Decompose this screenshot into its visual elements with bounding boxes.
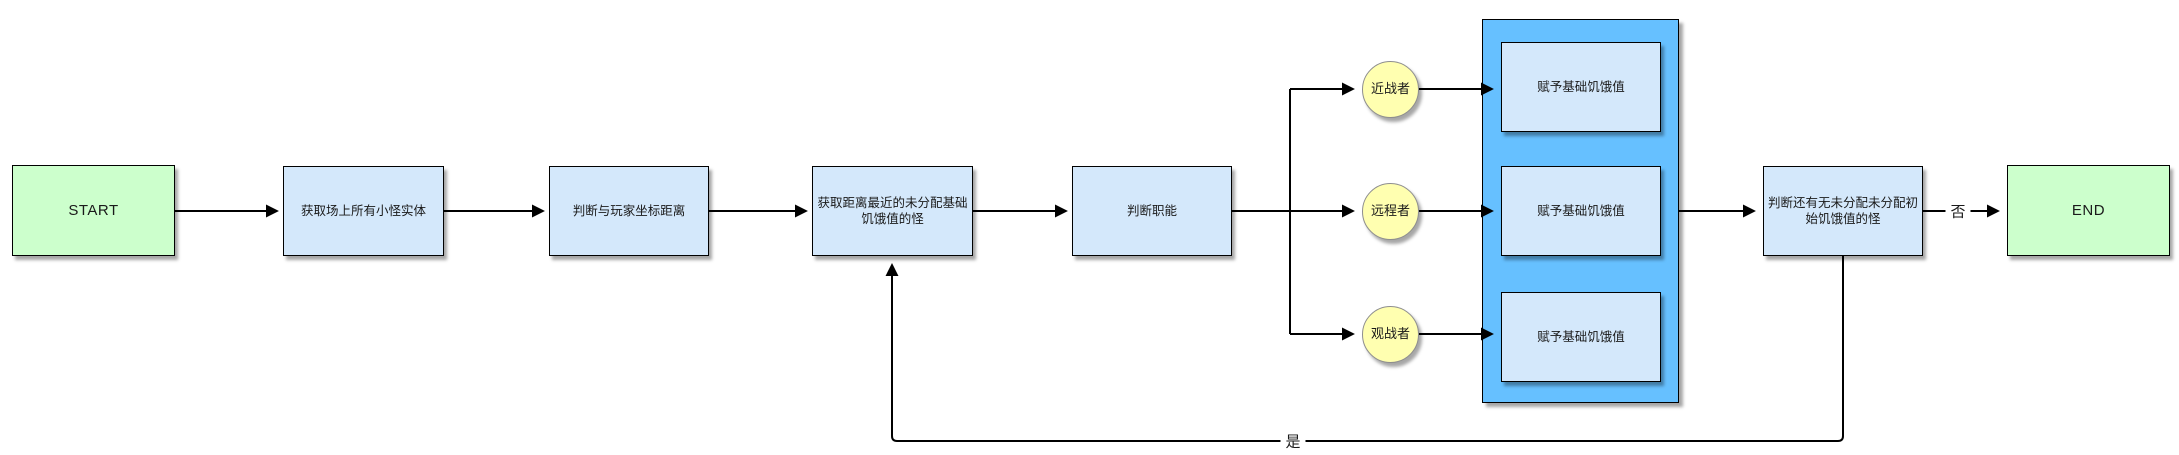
- node-start-label: START: [68, 201, 119, 219]
- edge-yes-loop: [885, 256, 1844, 442]
- node-judge-distance-label: 判断与玩家坐标距离: [572, 203, 686, 218]
- node-get-nearest-label: 获取距离最近的未分配基础饥饿值的怪: [817, 195, 968, 226]
- node-end-label: END: [2071, 201, 2106, 219]
- node-judge-remaining[interactable]: 判断还有无未分配未分配初始饥饿值的怪: [1763, 166, 1923, 256]
- node-get-entities[interactable]: 获取场上所有小怪实体: [283, 166, 444, 256]
- node-assign-spectator-label: 赋予基础饥饿值: [1537, 329, 1625, 344]
- node-get-nearest[interactable]: 获取距离最近的未分配基础饥饿值的怪: [812, 166, 973, 256]
- node-end[interactable]: END: [2007, 165, 2170, 256]
- node-ranged-label: 远程者: [1370, 203, 1410, 219]
- node-assign-spectator[interactable]: 赋予基础饥饿值: [1501, 292, 1661, 382]
- node-spectator[interactable]: 观战者: [1362, 306, 1419, 363]
- node-assign-melee-label: 赋予基础饥饿值: [1537, 79, 1625, 94]
- node-assign-ranged-label: 赋予基础饥饿值: [1537, 203, 1625, 218]
- node-judge-remaining-label: 判断还有无未分配未分配初始饥饿值的怪: [1767, 195, 1918, 226]
- node-judge-role[interactable]: 判断职能: [1072, 166, 1232, 256]
- node-assign-ranged[interactable]: 赋予基础饥饿值: [1501, 166, 1661, 256]
- node-melee-label: 近战者: [1370, 81, 1410, 97]
- node-start[interactable]: START: [12, 165, 175, 256]
- edge-label-yes: 是: [1280, 430, 1306, 452]
- edge-label-no: 否: [1945, 200, 1971, 222]
- node-get-entities-label: 获取场上所有小怪实体: [300, 203, 426, 218]
- node-judge-role-label: 判断职能: [1126, 203, 1177, 218]
- node-spectator-label: 观战者: [1370, 326, 1410, 342]
- node-melee[interactable]: 近战者: [1362, 61, 1419, 118]
- node-ranged[interactable]: 远程者: [1362, 183, 1419, 240]
- node-assign-melee[interactable]: 赋予基础饥饿值: [1501, 42, 1661, 132]
- node-judge-distance[interactable]: 判断与玩家坐标距离: [549, 166, 709, 256]
